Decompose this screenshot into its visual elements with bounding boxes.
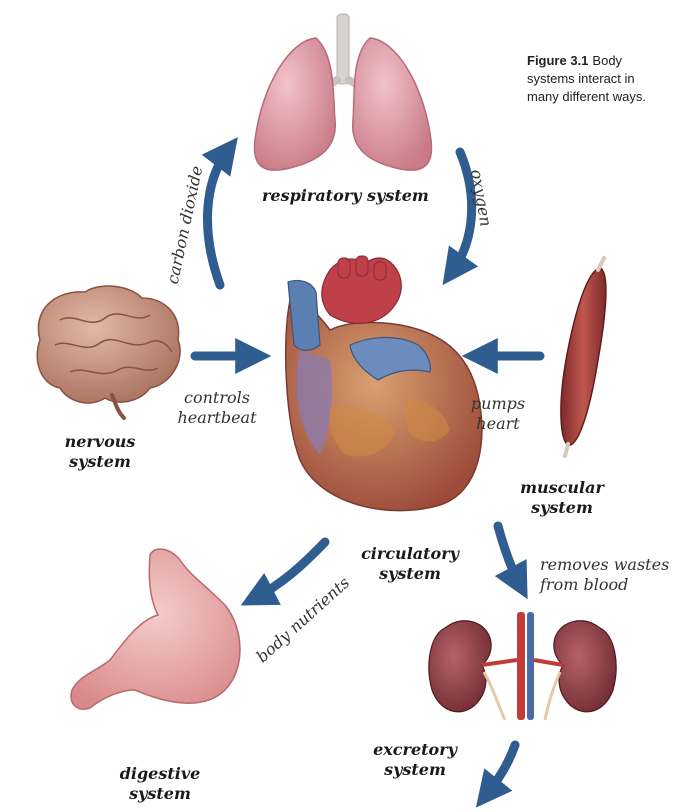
- respiratory-system-label: respiratory system: [262, 186, 429, 206]
- arrow-removes-wastes: [498, 526, 520, 585]
- muscular-line-2: system: [512, 498, 612, 518]
- excretory-line-1: excretory: [365, 740, 465, 760]
- heart-illustration: [286, 256, 482, 511]
- muscular-line-1: muscular: [512, 478, 612, 498]
- lungs-illustration: [254, 14, 431, 170]
- muscular-system-label: muscular system: [512, 478, 612, 518]
- figure-caption: Figure 3.1 Body systems interact in many …: [527, 52, 677, 106]
- arrow-excretory-out: [486, 745, 515, 795]
- excretory-line-2: system: [365, 760, 465, 780]
- digestive-line-2: system: [110, 784, 210, 804]
- pumps-heart-label: pumps heart: [458, 394, 538, 434]
- removes-line-2: from blood: [540, 575, 669, 595]
- controls-heartbeat-label: controls heartbeat: [172, 388, 262, 428]
- caption-line-1: Body: [592, 53, 622, 68]
- figure-number: Figure 3.1: [527, 53, 588, 68]
- circulatory-line-2: system: [355, 564, 465, 584]
- nervous-line-1: nervous: [50, 432, 150, 452]
- brain-illustration: [37, 286, 180, 418]
- circulatory-line-1: circulatory: [355, 544, 465, 564]
- caption-line-3: many different ways.: [527, 89, 646, 104]
- nervous-line-2: system: [50, 452, 150, 472]
- stomach-illustration: [71, 549, 240, 709]
- removes-line-1: removes wastes: [540, 555, 669, 575]
- removes-wastes-label: removes wastes from blood: [540, 555, 669, 595]
- arrow-body-nutrients: [255, 542, 325, 598]
- excretory-system-label: excretory system: [365, 740, 465, 780]
- circulatory-system-label: circulatory system: [355, 544, 465, 584]
- controls-line-2: heartbeat: [172, 408, 262, 428]
- nervous-system-label: nervous system: [50, 432, 150, 472]
- arrow-carbon-dioxide: [208, 150, 228, 285]
- pumps-line-2: heart: [458, 414, 538, 434]
- digestive-system-label: digestive system: [110, 764, 210, 804]
- muscle-illustration: [561, 258, 606, 456]
- kidneys-illustration: [429, 612, 616, 720]
- pumps-line-1: pumps: [458, 394, 538, 414]
- controls-line-1: controls: [172, 388, 262, 408]
- caption-line-2: systems interact in: [527, 71, 635, 86]
- digestive-line-1: digestive: [110, 764, 210, 784]
